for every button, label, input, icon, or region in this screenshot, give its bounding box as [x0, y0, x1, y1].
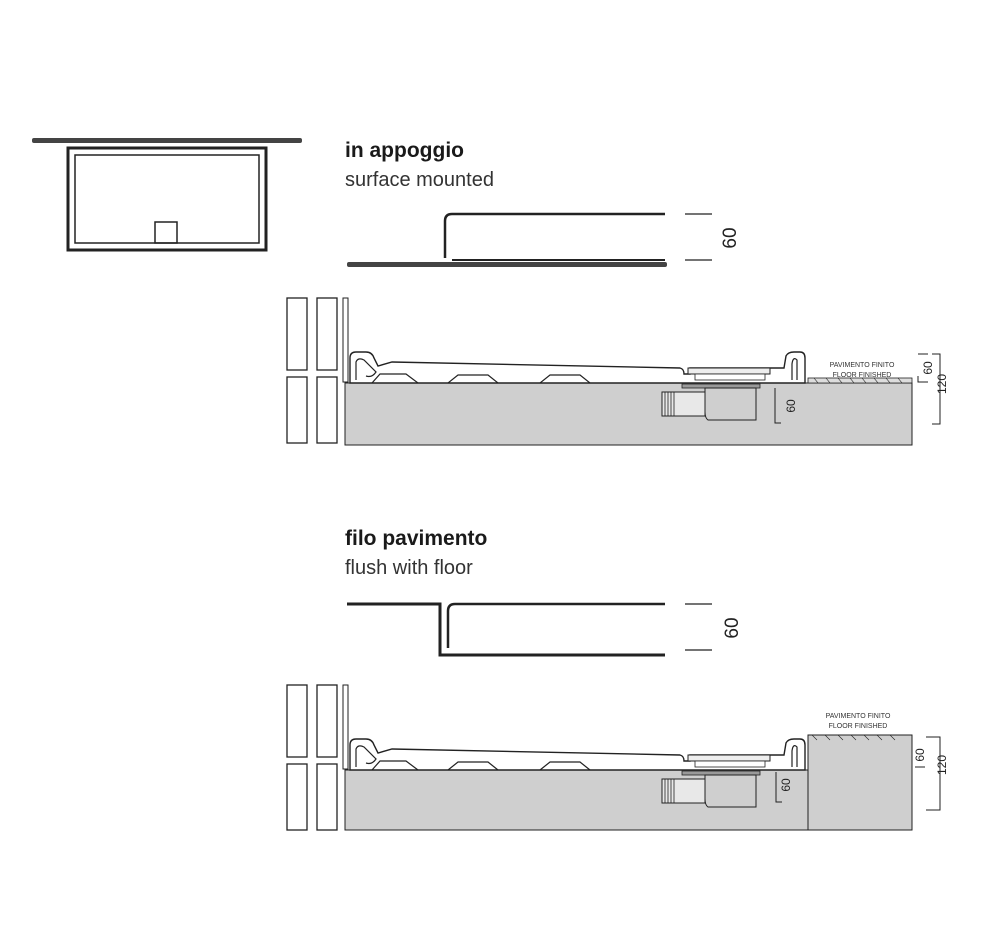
floor-label-it: PAVIMENTO FINITO — [826, 713, 891, 720]
drain-icon — [154, 221, 178, 244]
section-flush-with-floor: filo pavimento flush with floor 60 PAVIM… — [286, 527, 949, 831]
cross-section: PAVIMENTO FINITO FLOOR FINISHED 60 60 12… — [286, 684, 949, 831]
floor-slab — [344, 382, 913, 446]
plan-view — [32, 138, 302, 252]
section-subtitle: surface mounted — [345, 169, 494, 191]
tray-inner-outline — [74, 154, 260, 244]
finished-floor — [807, 377, 913, 384]
raised-floor — [807, 734, 913, 831]
profile-diagram: 60 — [347, 602, 743, 657]
total-dimension: 120 — [935, 755, 949, 775]
section-subtitle: flush with floor — [345, 557, 473, 579]
floor-label-it: PAVIMENTO FINITO — [830, 362, 895, 369]
floor-dimension: 60 — [913, 748, 927, 762]
profile-dimension: 60 — [720, 227, 741, 248]
section-surface-mounted: in appoggio surface mounted 60 PAVIMENTO… — [286, 139, 949, 446]
profile-diagram: 60 — [347, 212, 741, 267]
wall-line — [32, 138, 302, 143]
total-dimension: 120 — [935, 374, 949, 394]
section-title: filo pavimento — [345, 527, 487, 550]
floor-label-en: FLOOR FINISHED — [829, 723, 888, 730]
section-title: in appoggio — [345, 139, 464, 162]
floor-label-en: FLOOR FINISHED — [833, 372, 892, 379]
floor-dimension: 60 — [921, 361, 935, 375]
drain-dimension: 60 — [779, 778, 793, 792]
tray-outline — [66, 146, 268, 252]
drain-dimension: 60 — [784, 399, 798, 413]
cross-section: PAVIMENTO FINITO FLOOR FINISHED 60 60 12… — [286, 297, 949, 446]
profile-dimension: 60 — [722, 617, 743, 638]
